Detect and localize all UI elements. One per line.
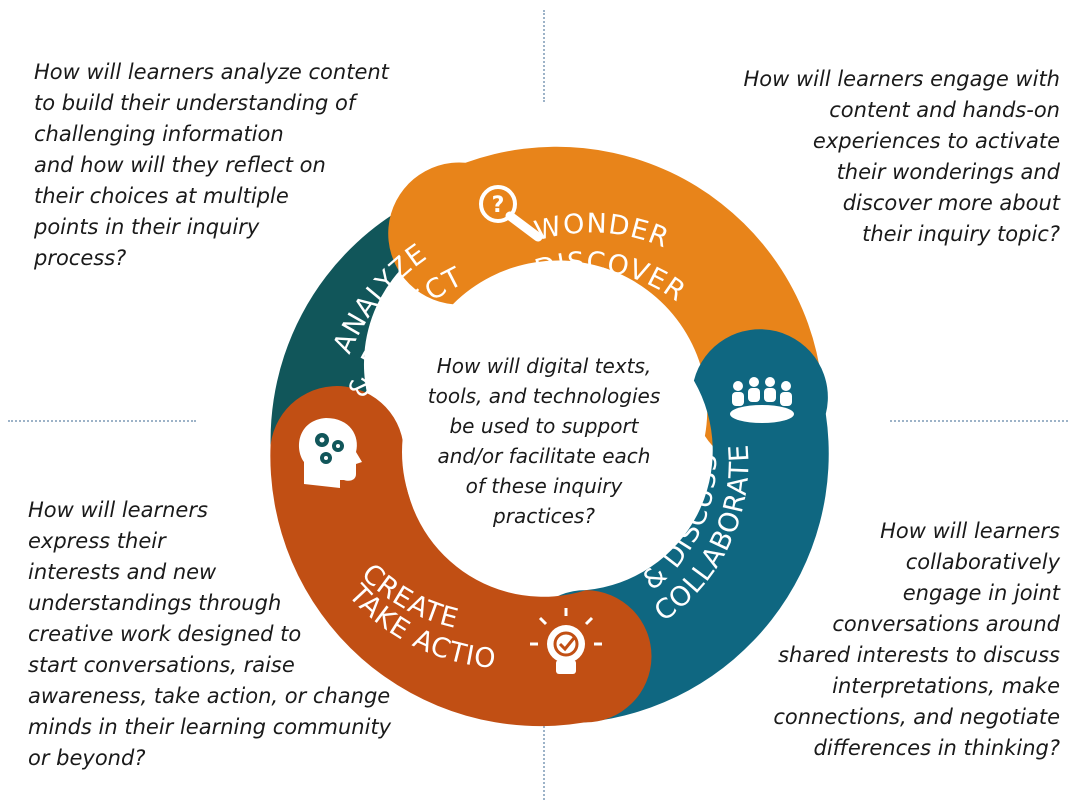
question-center-digital-tools: How will digital texts, tools, and techn… bbox=[427, 354, 661, 528]
question-wonder-discover: How will learners engage with content an… bbox=[743, 67, 1061, 246]
question-collaborate-discuss: How will learners collaboratively engage… bbox=[773, 519, 1060, 760]
head-gears-icon bbox=[299, 418, 362, 488]
magnifier-question-icon: ? bbox=[479, 185, 543, 242]
divider-left bbox=[8, 420, 196, 422]
lightbulb-icon bbox=[530, 608, 602, 674]
divider-right bbox=[890, 420, 1068, 422]
question-create-take-action: How will learners express their interest… bbox=[28, 498, 392, 770]
meeting-table-icon bbox=[730, 377, 794, 423]
divider-bottom bbox=[543, 722, 545, 800]
svg-text:?: ? bbox=[492, 193, 505, 218]
question-analyze-reflect: How will learners analyze content to bui… bbox=[34, 60, 389, 270]
divider-top bbox=[543, 10, 545, 102]
center-circle bbox=[402, 312, 682, 592]
